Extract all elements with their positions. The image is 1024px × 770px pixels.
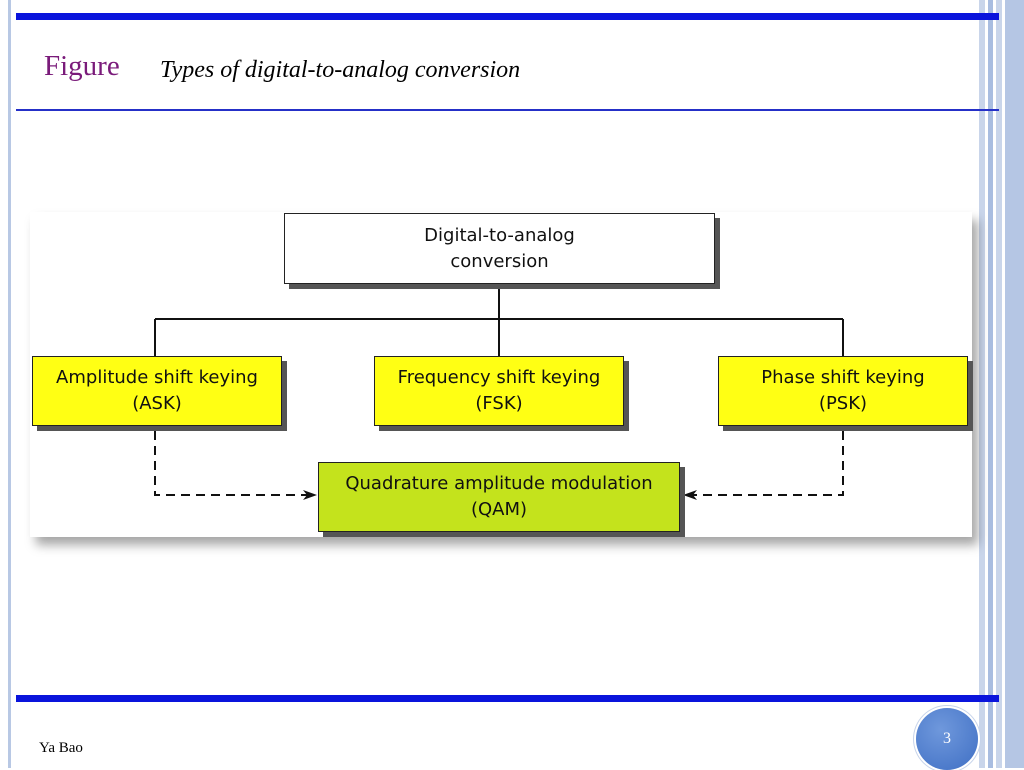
page-number-badge: 3 xyxy=(916,708,978,770)
node-label-line1: Phase shift keying xyxy=(761,367,925,388)
dashed-arrow-ask-to-qam xyxy=(154,431,317,500)
node-digital-to-analog: Digital-to-analog conversion xyxy=(284,213,715,284)
dashed-arrow-psk-to-qam xyxy=(683,431,844,500)
node-label-line2: conversion xyxy=(450,250,549,272)
tree-connector xyxy=(154,284,844,356)
node-label-line2: (ASK) xyxy=(132,393,182,414)
top-accent-bar xyxy=(16,13,999,20)
node-qam: Quadrature amplitude modulation (QAM) xyxy=(318,462,680,532)
title-divider xyxy=(16,109,999,111)
slide-title-prefix: Figure xyxy=(44,50,120,82)
node-psk: Phase shift keying (PSK) xyxy=(718,356,968,426)
node-label-line1: Quadrature amplitude modulation xyxy=(345,473,653,494)
bottom-accent-bar xyxy=(16,695,999,702)
slide-title: Types of digital-to-analog conversion xyxy=(160,57,521,83)
page-number: 3 xyxy=(943,730,951,747)
node-label-line2: (QAM) xyxy=(470,499,528,520)
node-label-line2: (PSK) xyxy=(818,393,868,414)
node-fsk: Frequency shift keying (FSK) xyxy=(374,356,624,426)
node-ask: Amplitude shift keying (ASK) xyxy=(32,356,282,426)
right-border-band-4 xyxy=(1005,0,1024,768)
node-label-line1: Frequency shift keying xyxy=(397,367,601,388)
node-label-line1: Amplitude shift keying xyxy=(56,367,258,388)
node-label-line2: (FSK) xyxy=(475,393,523,414)
right-border-band-2 xyxy=(988,0,993,768)
left-border-rule xyxy=(8,0,11,768)
node-label-line1: Digital-to-analog xyxy=(424,224,575,246)
footer-author: Ya Bao xyxy=(39,740,83,756)
right-border-band-1 xyxy=(979,0,985,768)
right-border-band-3 xyxy=(996,0,1002,768)
